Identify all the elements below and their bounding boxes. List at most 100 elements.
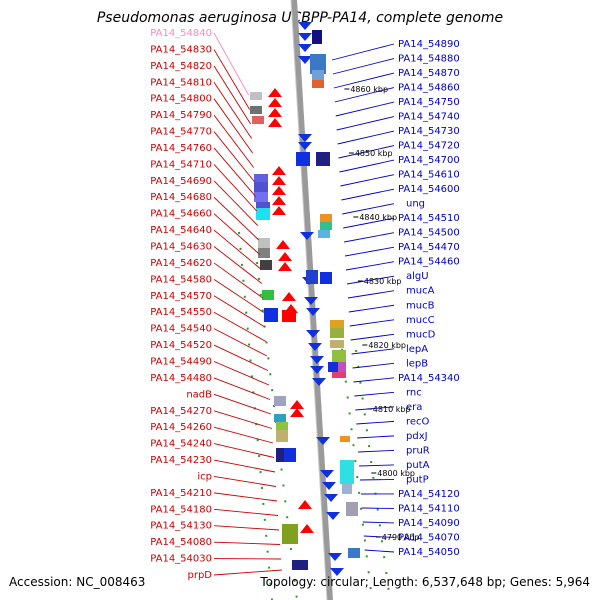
gene-arrow-minus-6 (300, 232, 314, 240)
gene-arrow-minus-1 (298, 33, 312, 41)
gene-block-minus-7 (320, 222, 332, 230)
gene-block-minus-9 (306, 270, 318, 284)
gene-block-minus-11 (330, 320, 344, 328)
band-track-2 (339, 332, 373, 600)
gene-label-right-0: PA14_54890 (398, 39, 460, 50)
gene-arrow-plus-8 (272, 206, 286, 215)
connector-left-2 (213, 65, 251, 125)
label-connectors (213, 32, 395, 576)
gene-label-left-12: PA14_54640 (150, 225, 212, 236)
gene-label-right-9: PA14_54610 (398, 170, 460, 181)
gene-arrow-minus-13 (310, 366, 324, 374)
gene-block-plus-21 (292, 560, 308, 570)
connector-left-17 (213, 311, 267, 342)
connector-right-4 (335, 101, 395, 117)
kbp-marker-1: 4850 kbp (355, 149, 393, 158)
gene-arrow-plus-4 (272, 166, 286, 175)
gene-arrow-plus-14 (290, 400, 304, 409)
connector-left-15 (213, 278, 265, 313)
gene-block-plus-11 (262, 290, 274, 300)
connector-left-9 (213, 180, 259, 226)
gene-label-right-7: PA14_54720 (398, 141, 460, 152)
connector-left-0 (213, 32, 249, 96)
gene-arrow-minus-0 (298, 22, 312, 30)
connector-right-33 (362, 521, 395, 524)
gene-label-left-25: PA14_54240 (150, 439, 212, 450)
gene-block-plus-14 (274, 396, 286, 406)
connector-right-26 (356, 420, 395, 425)
gene-block-minus-18 (340, 460, 354, 484)
connector-right-23 (353, 377, 395, 383)
gene-label-right-8: PA14_54700 (398, 155, 460, 166)
connector-left-6 (213, 131, 256, 183)
connector-left-18 (213, 328, 268, 357)
connector-right-15 (345, 261, 395, 271)
gene-label-left-3: PA14_54810 (150, 77, 212, 88)
gene-block-plus-4 (254, 182, 268, 192)
gene-label-left-16: PA14_54570 (150, 291, 212, 302)
gene-arrow-minus-8 (304, 297, 318, 305)
connector-left-7 (213, 147, 257, 197)
gene-block-minus-16 (332, 372, 346, 378)
gene-arrow-minus-19 (326, 512, 340, 520)
connector-left-10 (213, 196, 260, 241)
connector-right-10 (341, 188, 395, 201)
gene-arrow-plus-2 (268, 108, 282, 117)
gene-label-right-33: PA14_54090 (398, 518, 460, 529)
gene-arrow-plus-7 (272, 196, 286, 205)
gene-label-left-10: PA14_54680 (150, 192, 212, 203)
gene-label-right-25: era (406, 402, 422, 413)
gene-label-left-29: PA14_54180 (150, 504, 212, 515)
gene-block-minus-13 (330, 340, 344, 348)
connector-left-31 (213, 541, 281, 545)
gene-label-left-20: PA14_54490 (150, 356, 212, 367)
gene-label-left-22: nadB (186, 389, 212, 400)
gene-block-minus-0 (312, 30, 322, 44)
gene-label-right-28: pruR (406, 445, 430, 456)
connector-right-1 (332, 58, 395, 75)
gene-block-plus-0 (250, 92, 262, 100)
gene-label-left-2: PA14_54820 (150, 61, 212, 72)
connector-right-0 (331, 43, 395, 61)
gene-label-left-5: PA14_54790 (150, 110, 212, 121)
gene-arrow-minus-18 (324, 494, 338, 502)
gene-label-left-9: PA14_54690 (150, 176, 212, 187)
accession-text: Accession: NC_008463 (9, 575, 146, 589)
connector-left-29 (213, 508, 279, 516)
gene-block-plus-16 (276, 422, 288, 430)
gene-label-left-32: PA14_54030 (150, 554, 212, 565)
gene-label-right-20: mucD (406, 329, 436, 340)
gene-label-right-3: PA14_54860 (398, 83, 460, 94)
gene-block-plus-12 (264, 308, 278, 322)
gene-label-right-10: PA14_54600 (398, 184, 460, 195)
gene-arrow-minus-14 (312, 378, 326, 386)
gene-label-right-29: putA (406, 460, 430, 471)
gene-label-left-27: icp (197, 471, 212, 482)
connector-left-11 (213, 213, 261, 255)
gene-label-right-12: PA14_54510 (398, 213, 460, 224)
gene-label-left-14: PA14_54620 (150, 258, 212, 269)
gene-label-right-23: PA14_54340 (398, 373, 460, 384)
gene-block-minus-5 (312, 80, 324, 88)
gene-block-minus-6 (320, 214, 332, 222)
kbp-marker-0: 4860 kbp (350, 85, 388, 94)
connector-right-2 (333, 72, 395, 89)
connector-right-13 (344, 232, 395, 243)
gene-label-right-17: mucA (406, 286, 435, 297)
gene-label-left-23: PA14_54270 (150, 406, 212, 417)
gene-label-left-17: PA14_54550 (150, 307, 212, 318)
gene-block-minus-19 (342, 484, 352, 494)
gene-label-left-0: PA14_54840 (150, 28, 212, 39)
gene-label-right-14: PA14_54470 (398, 242, 460, 253)
gene-block-minus-20 (346, 502, 358, 516)
gene-label-right-19: mucC (406, 315, 435, 326)
gene-label-right-11: ung (406, 199, 425, 210)
connector-right-28 (358, 449, 395, 453)
band-track-0 (238, 231, 273, 600)
gene-label-right-4: PA14_54750 (398, 97, 460, 108)
gene-arrow-minus-3 (298, 56, 312, 64)
gene-label-left-13: PA14_54630 (150, 242, 212, 253)
connector-left-12 (213, 229, 262, 270)
gene-label-left-8: PA14_54710 (150, 159, 212, 170)
